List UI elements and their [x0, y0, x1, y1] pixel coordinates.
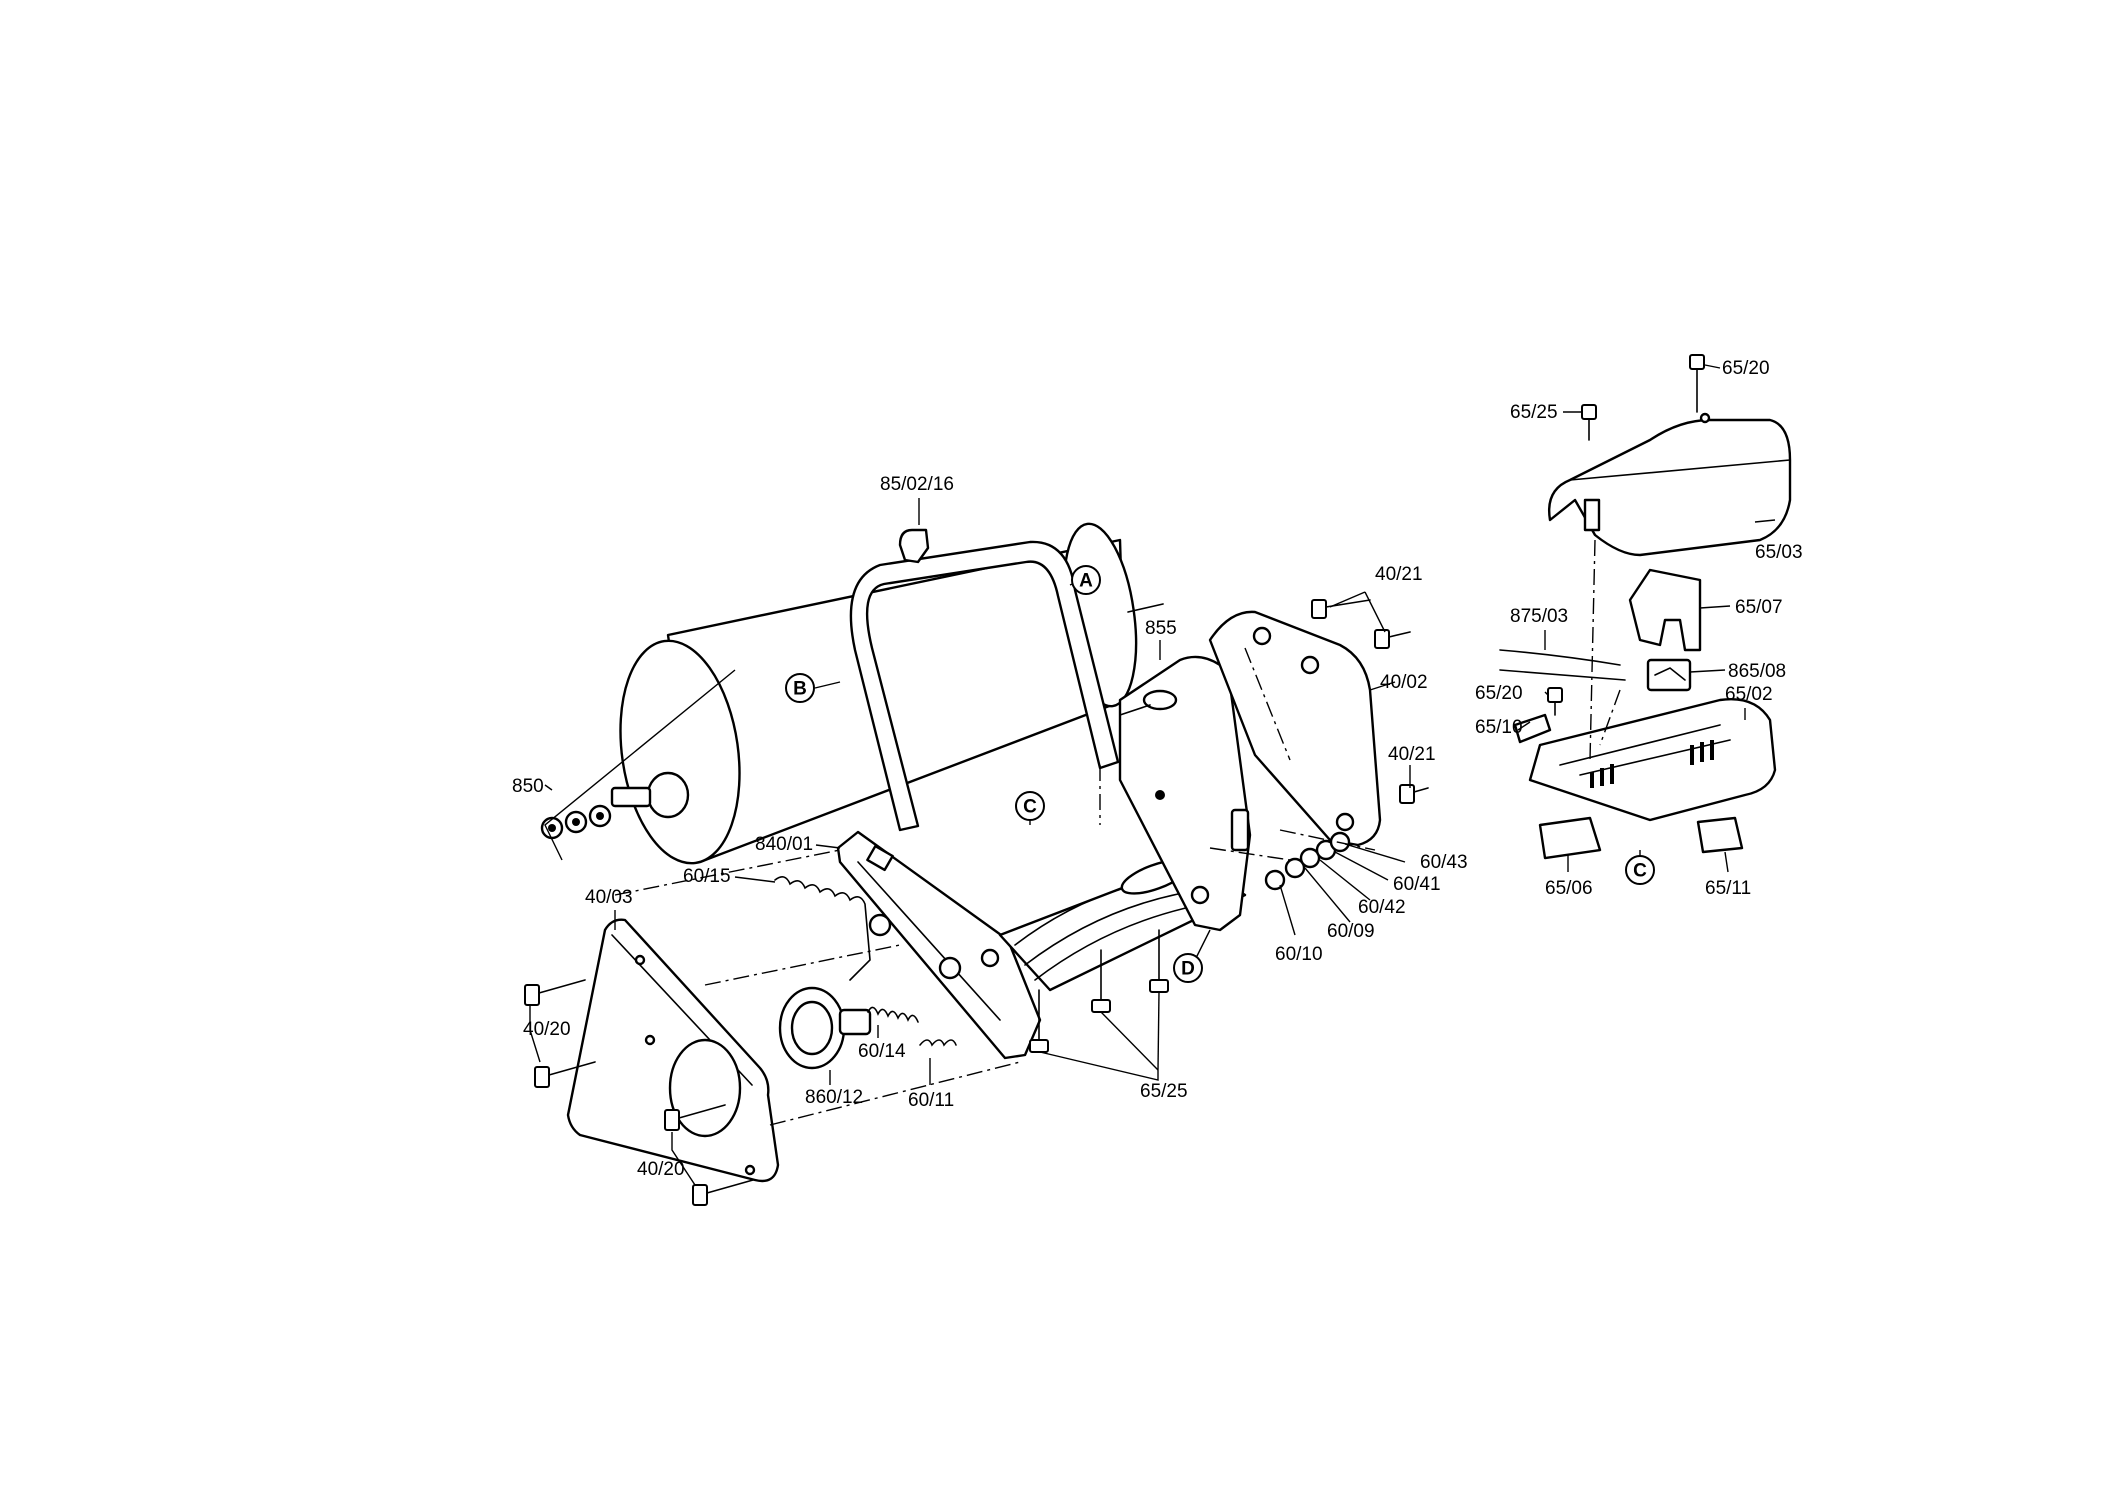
spring-60-11 — [919, 1039, 957, 1047]
label-65-03: 65/03 — [1755, 542, 1803, 563]
callout-b: B — [785, 673, 815, 703]
callout-c-left: C — [1015, 791, 1045, 821]
spring-60-15 — [774, 876, 871, 981]
plate-65-07 — [1628, 568, 1702, 652]
svg-text:B: B — [793, 679, 807, 700]
screws-left — [524, 599, 1429, 1206]
label-65-02: 65/02 — [1725, 684, 1773, 705]
screws-right — [1547, 354, 1705, 716]
callout-a: A — [1071, 565, 1101, 595]
washers-60-series — [1264, 831, 1351, 891]
label-65-10: 65/10 — [1475, 717, 1523, 738]
assembly-lines-right — [1589, 539, 1621, 761]
svg-text:C: C — [1023, 797, 1037, 818]
cover-plate-40-02 — [1208, 610, 1382, 847]
label-60-42: 60/42 — [1358, 897, 1406, 918]
label-40-03: 40/03 — [585, 887, 633, 908]
label-65-20-b: 65/20 — [1475, 683, 1523, 704]
label-860-12: 860/12 — [805, 1087, 863, 1108]
label-60-09: 60/09 — [1327, 921, 1375, 942]
label-85-02-16: 85/02/16 — [880, 474, 954, 495]
bearing-860-12 — [778, 986, 872, 1070]
label-65-25-b: 65/25 — [1510, 402, 1558, 423]
label-60-14: 60/14 — [858, 1041, 906, 1062]
roller-850 — [540, 522, 1164, 865]
part-labels: 85/02/16 850 855 840/01 60/15 40/03 40/2… — [512, 358, 1803, 1180]
label-65-25-a: 65/25 — [1140, 1081, 1188, 1102]
label-40-20-a: 40/20 — [523, 1019, 571, 1040]
side-frame-840-01 — [836, 830, 1042, 1060]
label-40-21-a: 40/21 — [1375, 564, 1423, 585]
callout-c-right: C — [1625, 855, 1655, 885]
cable-875-03 — [1499, 649, 1626, 681]
label-60-10: 60/10 — [1275, 944, 1323, 965]
label-65-11: 65/11 — [1705, 878, 1751, 899]
label-855: 855 — [1145, 618, 1177, 639]
handle-bar — [849, 540, 1120, 832]
label-65-06: 65/06 — [1545, 878, 1593, 899]
assembly-lines-left — [614, 647, 1376, 1126]
svg-text:D: D — [1181, 959, 1195, 980]
foot-65-06 — [1538, 816, 1602, 860]
label-850: 850 — [512, 776, 544, 797]
label-40-20-b: 40/20 — [637, 1159, 685, 1180]
label-40-02: 40/02 — [1380, 672, 1428, 693]
leader-lines — [529, 364, 1776, 1186]
clip-85-02-16 — [898, 528, 930, 564]
label-60-43: 60/43 — [1420, 852, 1468, 873]
label-65-20-a: 65/20 — [1722, 358, 1770, 379]
callout-d: D — [1173, 953, 1203, 983]
top-cover-65-03 — [1548, 412, 1792, 557]
side-frame-855 — [1118, 655, 1252, 932]
label-60-15: 60/15 — [683, 866, 731, 887]
label-60-41: 60/41 — [1393, 874, 1441, 895]
terminal-865-08 — [1646, 658, 1692, 692]
label-865-08: 865/08 — [1728, 661, 1786, 682]
svg-text:C: C — [1633, 861, 1647, 882]
label-60-11: 60/11 — [908, 1090, 954, 1111]
base-tray-65-02 — [1528, 698, 1777, 822]
label-65-07: 65/07 — [1735, 597, 1783, 618]
label-875-03: 875/03 — [1510, 606, 1568, 627]
svg-text:A: A — [1079, 571, 1093, 592]
label-840-01: 840/01 — [755, 834, 813, 855]
end-cap-40-03 — [566, 918, 780, 1183]
clip-65-10 — [1513, 713, 1552, 744]
spring-60-14 — [867, 1006, 919, 1023]
label-40-21-b: 40/21 — [1388, 744, 1436, 765]
foot-65-11 — [1696, 816, 1744, 854]
